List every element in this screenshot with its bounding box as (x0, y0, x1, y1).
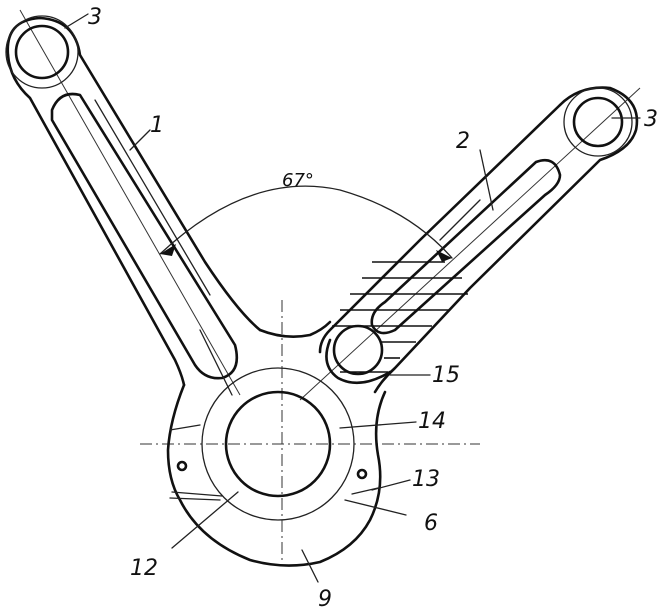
leader-lines (64, 13, 641, 583)
callout-2: 2 (456, 129, 470, 154)
callout-13: 13 (412, 467, 440, 492)
center-lines (19, 9, 641, 560)
callout-14: 14 (418, 409, 446, 434)
right-arm (318, 86, 639, 394)
callout-1: 1 (150, 113, 164, 138)
hatched-section (325, 261, 468, 385)
angle-label: 67° (282, 170, 314, 191)
callout-6: 6 (424, 511, 438, 536)
callout-9: 9 (318, 587, 332, 612)
callout-12: 12 (130, 556, 158, 581)
callout-3-left: 3 (88, 5, 102, 30)
angle-dimension: 67° (159, 170, 453, 262)
callout-labels: 3 3 1 2 15 14 13 6 12 9 (88, 5, 658, 612)
left-arm (5, 15, 262, 396)
callout-15: 15 (432, 363, 460, 388)
callout-3-right: 3 (644, 107, 658, 132)
